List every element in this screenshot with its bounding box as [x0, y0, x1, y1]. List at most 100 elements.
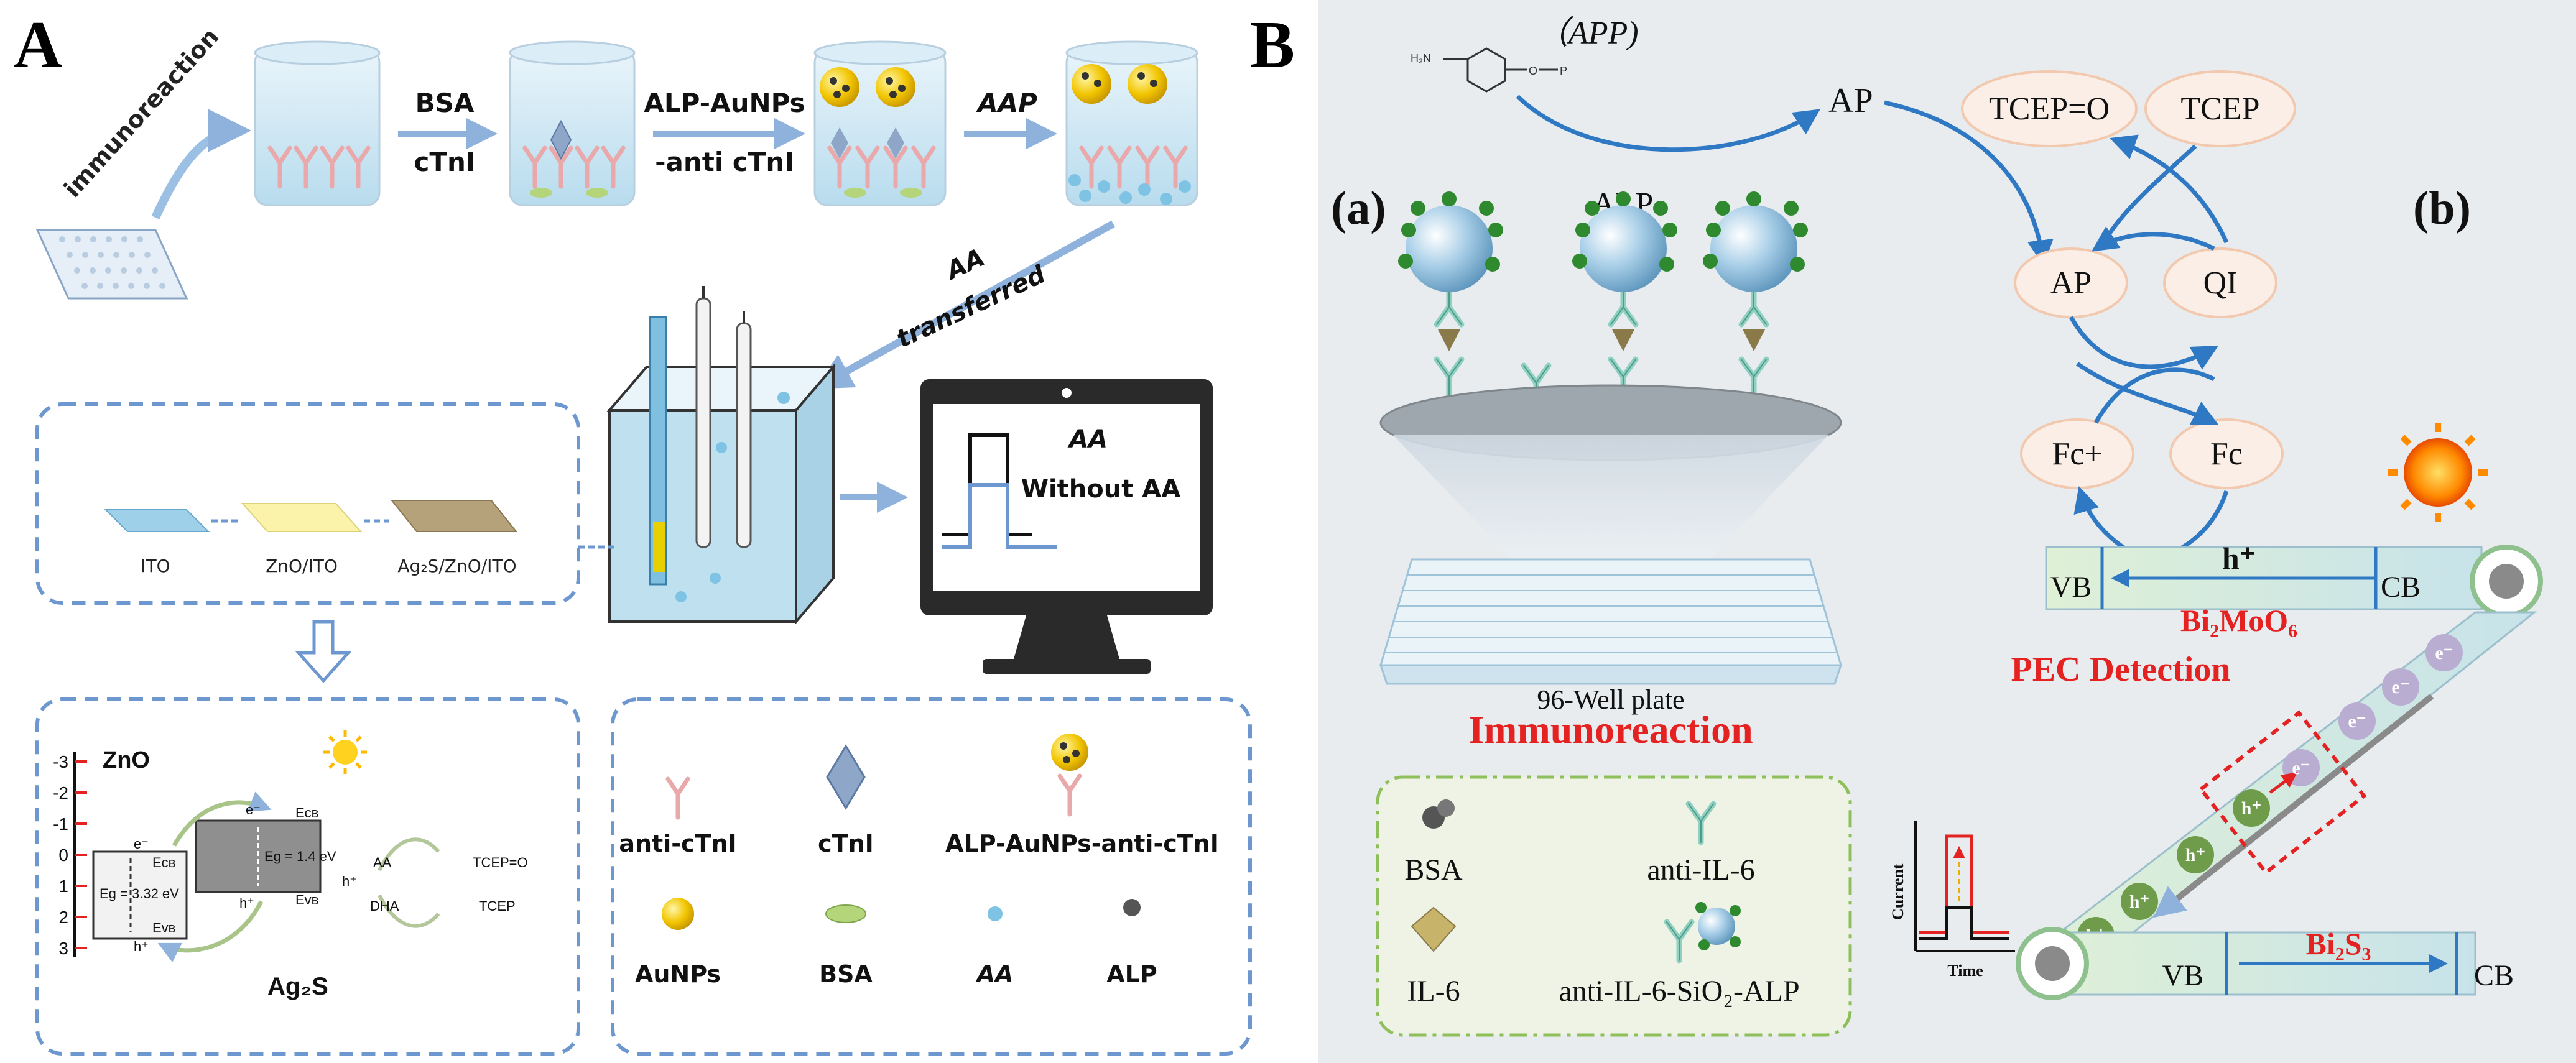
legend-a-anti-ctni: anti-cTnI: [619, 830, 736, 857]
cloud-tcep-o: [1961, 70, 2138, 147]
vb-bottom-label: VB: [2162, 959, 2204, 992]
pec-cell: [606, 286, 836, 625]
band-e-ag2s: e⁻: [246, 802, 261, 817]
cloud-tcep: [2144, 70, 2296, 147]
step1-top: BSA: [415, 88, 475, 118]
legend-b-conj: anti-IL-6-SiO₂-ALP: [1559, 975, 1799, 1008]
band-aa: AA: [373, 855, 392, 870]
redox-clouds: [1961, 70, 2296, 489]
band-diagram: [73, 730, 440, 963]
plate-cone: [1393, 435, 1828, 597]
curve-arrow-plate: [151, 109, 251, 219]
bi2moo6-band: [2045, 545, 2543, 618]
time-axis-label: Time: [1947, 962, 1983, 980]
ap-down-arrow: [1884, 100, 2054, 267]
monitor-aa-label: AA: [1067, 425, 1108, 454]
band-h-ag2s: h⁺: [239, 895, 254, 911]
ap-label: AP: [2050, 265, 2092, 301]
app-o: O: [1529, 65, 1537, 77]
current-axis-label: Current: [1889, 863, 1907, 920]
band-eg-zno: Eg = 3.32 eV: [100, 886, 179, 901]
photocurrent-inset: [1914, 821, 2015, 952]
recombination-box: [2198, 710, 2367, 875]
transfer-arrow: [814, 220, 1115, 389]
qi-label: QI: [2203, 265, 2238, 301]
app-molecule: [1443, 47, 1558, 93]
band-tcep-o: TCEP=O: [473, 855, 528, 870]
immunoreaction-label-a: immunoreaction: [58, 23, 225, 203]
app-p: P: [1560, 65, 1567, 77]
legend-b-il6: IL-6: [1407, 975, 1460, 1008]
monitor: [920, 379, 1213, 674]
h-plus-top-label: h⁺: [2222, 541, 2256, 576]
app-nh2: H₂N: [1411, 52, 1431, 65]
panel-a: A immunoreaction: [14, 8, 1252, 1056]
microplate-b: [1379, 558, 1843, 685]
legend-b-bsa: BSA: [1404, 854, 1463, 886]
legend-box-b: [1376, 775, 1852, 1037]
app-to-ap-arrow: [1516, 94, 1820, 152]
legend-b-icons: [1411, 799, 1741, 960]
carrier-e-1: e⁻: [2435, 643, 2453, 663]
band-h-out: h⁺: [342, 873, 357, 889]
panel-b: B H₂N O P （APP) AP (a) (b) ALP: [1250, 0, 2576, 1063]
step2-top: ALP-AuNPs: [644, 88, 805, 118]
immunoreaction-label-b: Immunoreaction: [1468, 707, 1753, 752]
well-1: [254, 40, 381, 206]
panel-a-label: A: [14, 8, 62, 82]
tick-0: 0: [58, 845, 68, 865]
band-evb-zno: Eᴠʙ: [152, 920, 175, 936]
complex-1: [1398, 191, 1503, 398]
band-evb-ag2s: Eᴠʙ: [295, 892, 318, 908]
band-ecb-zno: Eᴄʙ: [152, 855, 175, 870]
step1-bottom: cTnI: [414, 147, 475, 177]
legend-a-aunps: AuNPs: [635, 960, 721, 988]
step3-label: AAP: [976, 88, 1037, 118]
band-zno-label: ZnO: [103, 747, 150, 773]
band-e-zno: e⁻: [134, 836, 149, 852]
electrode-slides: [104, 500, 616, 549]
app-label: （APP): [1536, 16, 1639, 51]
carrier-e-2: e⁻: [2391, 677, 2409, 697]
tick-3: 3: [58, 939, 68, 958]
electrode-ag2s: Ag₂S/ZnO/ITO: [397, 556, 516, 576]
band-tcep: TCEP: [479, 898, 516, 914]
well-2: [509, 40, 636, 206]
tick-m3: -3: [53, 752, 68, 771]
vb-top-label: VB: [2050, 571, 2092, 604]
carrier-h-1: h⁺: [2241, 798, 2262, 819]
fc-label: Fc: [2210, 436, 2243, 472]
bi2moo6-label: Bi₂MoO₆: [2180, 603, 2297, 638]
fcplus-label: Fc+: [2052, 436, 2102, 472]
band-box: [35, 697, 580, 1056]
bi2s3-band: [2016, 927, 2476, 1000]
band-dha: DHA: [370, 898, 399, 914]
electrode-zno: ZnO/ITO: [266, 556, 338, 576]
sub-b-label: (b): [2413, 182, 2471, 234]
carrier-h-2: h⁺: [2185, 845, 2206, 865]
band-ag2s-label: Ag₂S: [267, 973, 328, 1000]
bi2s3-label: Bi₂S₃: [2305, 926, 2371, 961]
signal-without-aa: [942, 483, 1057, 549]
legend-a-aa: AA: [975, 960, 1014, 988]
electrode-ito: ITO: [141, 556, 170, 576]
complex-2: [1572, 191, 1677, 398]
immuno-complexes: [1398, 191, 1808, 438]
panel-b-label: B: [1250, 8, 1295, 82]
legend-a-bsa: BSA: [819, 960, 873, 988]
tick-1: 1: [58, 877, 68, 896]
tick-2: 2: [58, 908, 68, 927]
band-eg-ag2s: Eg = 1.4 eV: [264, 849, 336, 864]
legend-b-anti-il6: anti-IL-6: [1647, 854, 1754, 886]
ap-top-label: AP: [1828, 81, 1873, 120]
band-h-zno: h⁺: [134, 939, 149, 954]
complex-3: [1703, 191, 1808, 398]
carrier-h-3: h⁺: [2129, 891, 2150, 912]
cb-top-label: CB: [2381, 571, 2421, 604]
carrier-e-3: e⁻: [2348, 711, 2366, 732]
carrier-e-4: e⁻: [2292, 758, 2310, 778]
microplate-a: [35, 229, 188, 300]
monitor-without-label: Without AA: [1021, 475, 1180, 504]
step2-bottom: -anti cTnI: [655, 147, 794, 177]
cloud-qi: [2163, 247, 2277, 318]
